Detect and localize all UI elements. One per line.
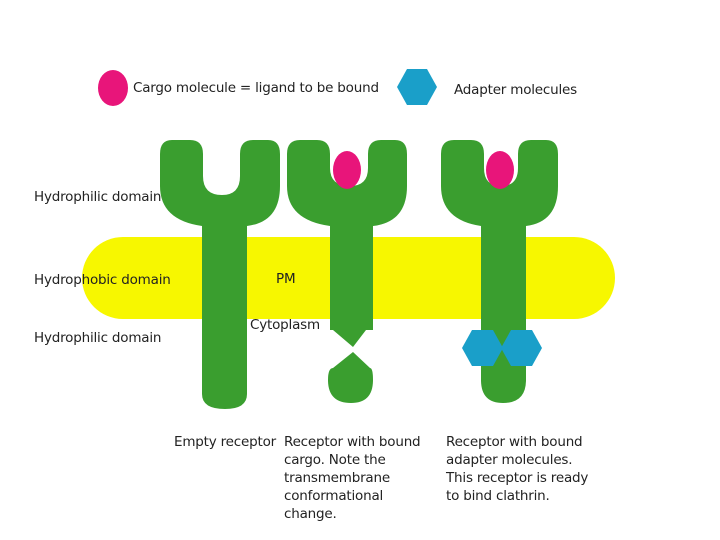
caption-adapter-line: This receptor is ready: [446, 470, 589, 486]
caption-adapter-line: Receptor with bound: [446, 434, 583, 450]
caption-adapter-line: to bind clathrin.: [446, 488, 550, 504]
legend-adapter-icon: [397, 69, 437, 105]
caption-cargo-line: cargo. Note the: [284, 452, 386, 468]
caption-cargo: Receptor with bound cargo. Note the tran…: [284, 433, 421, 523]
cargo-receptor-upper-body: [287, 140, 407, 347]
empty-receptor: [160, 140, 280, 409]
caption-empty-line: Empty receptor: [174, 434, 276, 450]
hydrophobic-label: Hydrophobic domain: [34, 272, 171, 288]
pm-label: PM: [276, 271, 296, 287]
adapter-molecule-right: [501, 330, 542, 366]
caption-adapter-line: adapter molecules.: [446, 452, 573, 468]
cargo-receptor: [287, 140, 407, 403]
caption-cargo-line: transmembrane: [284, 470, 390, 486]
hydrophilic-bottom-label: Hydrophilic domain: [34, 330, 162, 346]
caption-adapter: Receptor with bound adapter molecules. T…: [446, 433, 588, 505]
cytoplasm-label: Cytoplasm: [250, 317, 320, 333]
caption-cargo-line: Receptor with bound: [284, 434, 421, 450]
empty-receptor-body: [160, 140, 280, 409]
caption-cargo-line: change.: [284, 506, 337, 522]
adapter-receptor-body: [441, 140, 558, 403]
cargo-receptor-lower-body: [328, 352, 373, 403]
caption-empty: Empty receptor: [174, 433, 276, 451]
adapter-molecule-left: [462, 330, 503, 366]
legend-cargo-label: Cargo molecule = ligand to be bound: [133, 80, 379, 96]
bound-cargo-molecule: [333, 151, 361, 189]
bound-cargo-molecule-2: [486, 151, 514, 189]
hydrophilic-top-label: Hydrophilic domain: [34, 189, 162, 205]
caption-cargo-line: conformational: [284, 488, 384, 504]
legend-adapter-label: Adapter molecules: [454, 82, 577, 98]
legend-cargo-icon: [98, 70, 128, 106]
adapter-receptor: [441, 140, 558, 403]
